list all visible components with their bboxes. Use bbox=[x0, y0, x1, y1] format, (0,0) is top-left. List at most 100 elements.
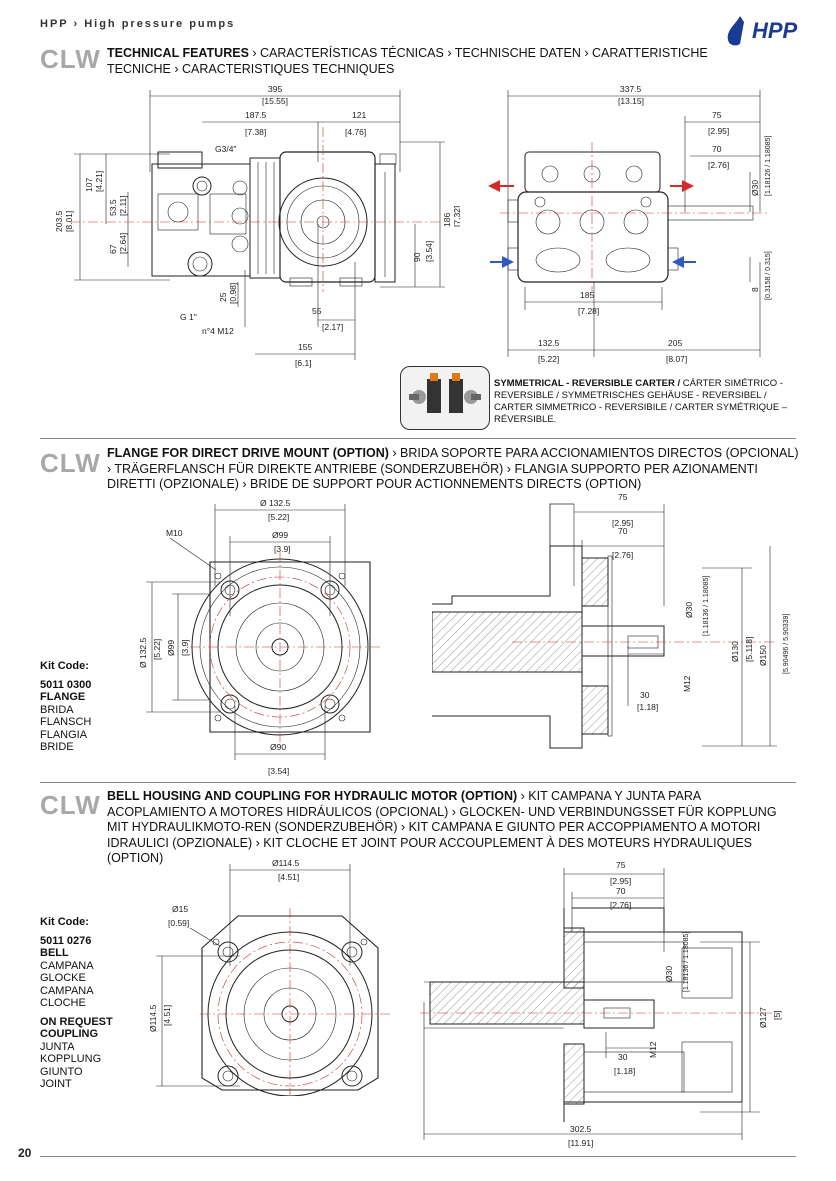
svg-text:[5.22]: [5.22] bbox=[538, 354, 559, 364]
divider bbox=[40, 782, 796, 783]
svg-text:[7.32]: [7.32] bbox=[452, 206, 460, 227]
logo-text: HPP bbox=[752, 18, 798, 43]
svg-text:[1.18136 / 1.18085]: [1.18136 / 1.18085] bbox=[683, 932, 690, 992]
svg-text:Ø 132.5: Ø 132.5 bbox=[138, 637, 148, 668]
svg-text:70: 70 bbox=[712, 144, 722, 154]
svg-text:[4.51]: [4.51] bbox=[162, 1005, 172, 1026]
svg-text:[2.95]: [2.95] bbox=[610, 876, 631, 886]
svg-text:Ø99: Ø99 bbox=[166, 640, 176, 656]
svg-text:[8.01]: [8.01] bbox=[64, 211, 74, 232]
svg-text:395: 395 bbox=[268, 84, 282, 94]
svg-text:337.5: 337.5 bbox=[620, 84, 642, 94]
svg-text:302.5: 302.5 bbox=[570, 1124, 592, 1134]
svg-text:Ø127: Ø127 bbox=[758, 1007, 768, 1028]
svg-text:[7.38]: [7.38] bbox=[245, 127, 266, 137]
svg-text:Ø130: Ø130 bbox=[730, 641, 740, 662]
section-code: CLW bbox=[40, 790, 101, 820]
svg-text:[2.64]: [2.64] bbox=[118, 233, 128, 254]
svg-text:Ø150: Ø150 bbox=[758, 645, 768, 666]
svg-text:90: 90 bbox=[412, 252, 422, 262]
hpp-logo: HPP bbox=[718, 14, 808, 48]
section-title: BELL HOUSING AND COUPLING FOR HYDRAULIC … bbox=[107, 789, 777, 865]
svg-text:Ø99: Ø99 bbox=[272, 530, 288, 540]
pump-front-drawing: 337.5 [13.15] 75 [2.95] 70 [2.76] 185 [7… bbox=[488, 84, 772, 364]
svg-text:[8.07]: [8.07] bbox=[666, 354, 687, 364]
svg-text:[4.21]: [4.21] bbox=[94, 171, 104, 192]
svg-text:n°4 M12: n°4 M12 bbox=[202, 326, 234, 336]
svg-text:75: 75 bbox=[712, 110, 722, 120]
svg-text:187.5: 187.5 bbox=[245, 110, 267, 120]
svg-text:Ø114.5: Ø114.5 bbox=[272, 858, 300, 868]
svg-text:[1.18]: [1.18] bbox=[614, 1066, 635, 1076]
flange-section-drawing: 75 [2.95] 70 [2.76] 30 [1.18] M12 Ø30 [1… bbox=[432, 492, 790, 749]
svg-text:[5.22]: [5.22] bbox=[152, 639, 162, 660]
svg-text:155: 155 bbox=[298, 342, 312, 352]
svg-text:[2.76]: [2.76] bbox=[612, 550, 633, 560]
svg-text:[2.76]: [2.76] bbox=[708, 160, 729, 170]
breadcrumb: HPP › High pressure pumps bbox=[40, 18, 236, 30]
svg-text:75: 75 bbox=[618, 492, 628, 502]
section-title: TECHNICAL FEATURES › CARACTERÍSTICAS TÉC… bbox=[107, 46, 708, 76]
svg-text:[3.54]: [3.54] bbox=[424, 241, 434, 262]
footer-divider bbox=[40, 1156, 796, 1157]
svg-text:Ø114.5: Ø114.5 bbox=[148, 1004, 158, 1032]
svg-text:[5.22]: [5.22] bbox=[268, 512, 289, 522]
svg-text:G 1": G 1" bbox=[180, 312, 197, 322]
svg-text:Ø15: Ø15 bbox=[172, 904, 188, 914]
svg-text:M12: M12 bbox=[648, 1041, 658, 1058]
section-title: FLANGE FOR DIRECT DRIVE MOUNT (OPTION) ›… bbox=[107, 446, 799, 491]
svg-text:186: 186 bbox=[442, 213, 452, 227]
bell-section-drawing: 75 [2.95] 70 [2.76] 30 [1.18] 302.5 [11.… bbox=[420, 860, 782, 1148]
svg-text:[3.54]: [3.54] bbox=[268, 766, 289, 776]
section-code: CLW bbox=[40, 448, 101, 478]
svg-text:107: 107 bbox=[84, 178, 94, 192]
svg-text:70: 70 bbox=[616, 886, 626, 896]
svg-text:[2.11]: [2.11] bbox=[118, 195, 128, 216]
svg-text:[2.76]: [2.76] bbox=[610, 900, 631, 910]
svg-text:[7.28]: [7.28] bbox=[578, 306, 599, 316]
svg-text:55: 55 bbox=[312, 306, 322, 316]
svg-text:[1.18136 / 1.18085]: [1.18136 / 1.18085] bbox=[703, 576, 710, 636]
svg-text:Ø 132.5: Ø 132.5 bbox=[260, 498, 291, 508]
kit-flange: Kit Code: 5011 0300 FLANGE BRIDA FLANSCH… bbox=[40, 660, 92, 753]
carter-note: SYMMETRICAL - REVERSIBLE CARTER / CÁRTER… bbox=[494, 378, 788, 425]
svg-text:8: 8 bbox=[750, 287, 760, 292]
svg-text:[13.15]: [13.15] bbox=[618, 96, 644, 106]
svg-text:121: 121 bbox=[352, 110, 366, 120]
svg-text:70: 70 bbox=[618, 526, 628, 536]
section-code: CLW bbox=[40, 44, 101, 74]
svg-text:[4.51]: [4.51] bbox=[278, 872, 299, 882]
svg-text:[5]: [5] bbox=[772, 1011, 782, 1020]
flange-front-drawing: Ø 132.5 [5.22] Ø99 [3.9] M10 Ø90 [3.54] … bbox=[138, 498, 380, 776]
svg-text:185: 185 bbox=[580, 290, 594, 300]
svg-text:[5.90496 / 5.90339]: [5.90496 / 5.90339] bbox=[783, 614, 790, 674]
svg-text:Ø30: Ø30 bbox=[684, 602, 694, 618]
svg-text:M12: M12 bbox=[682, 675, 692, 692]
page-number: 20 bbox=[18, 1146, 32, 1160]
drop-icon bbox=[727, 16, 744, 46]
svg-text:30: 30 bbox=[640, 690, 650, 700]
svg-text:M10: M10 bbox=[166, 528, 183, 538]
svg-text:Ø30: Ø30 bbox=[750, 180, 760, 196]
svg-text:[0.98]: [0.98] bbox=[228, 283, 238, 304]
svg-text:203.5: 203.5 bbox=[54, 210, 64, 232]
svg-text:G3/4": G3/4" bbox=[215, 144, 236, 154]
svg-text:[15.55]: [15.55] bbox=[262, 96, 288, 106]
carter-photo bbox=[400, 366, 490, 430]
pump-side-drawing: 395 [15.55] 187.5 [7.38] 121 [4.76] G3/4… bbox=[54, 84, 460, 368]
svg-text:205: 205 bbox=[668, 338, 682, 348]
svg-text:[3.9]: [3.9] bbox=[274, 544, 291, 554]
svg-text:132.5: 132.5 bbox=[538, 338, 560, 348]
flow-arrows bbox=[488, 180, 696, 268]
svg-text:[1.18126 / 1.18085]: [1.18126 / 1.18085] bbox=[765, 136, 772, 196]
svg-text:[4.76]: [4.76] bbox=[345, 127, 366, 137]
svg-text:[0.3158 / 0.315]: [0.3158 / 0.315] bbox=[765, 251, 772, 300]
bell-front-drawing: Ø114.5 [4.51] Ø15 [0.59] Ø114.5 [4.51] bbox=[148, 858, 390, 1096]
svg-text:[6.1]: [6.1] bbox=[295, 358, 312, 368]
svg-text:30: 30 bbox=[618, 1052, 628, 1062]
svg-text:75: 75 bbox=[616, 860, 626, 870]
svg-text:[2.17]: [2.17] bbox=[322, 322, 343, 332]
svg-text:Ø90: Ø90 bbox=[270, 742, 286, 752]
svg-text:67: 67 bbox=[108, 244, 118, 254]
divider bbox=[40, 438, 796, 439]
